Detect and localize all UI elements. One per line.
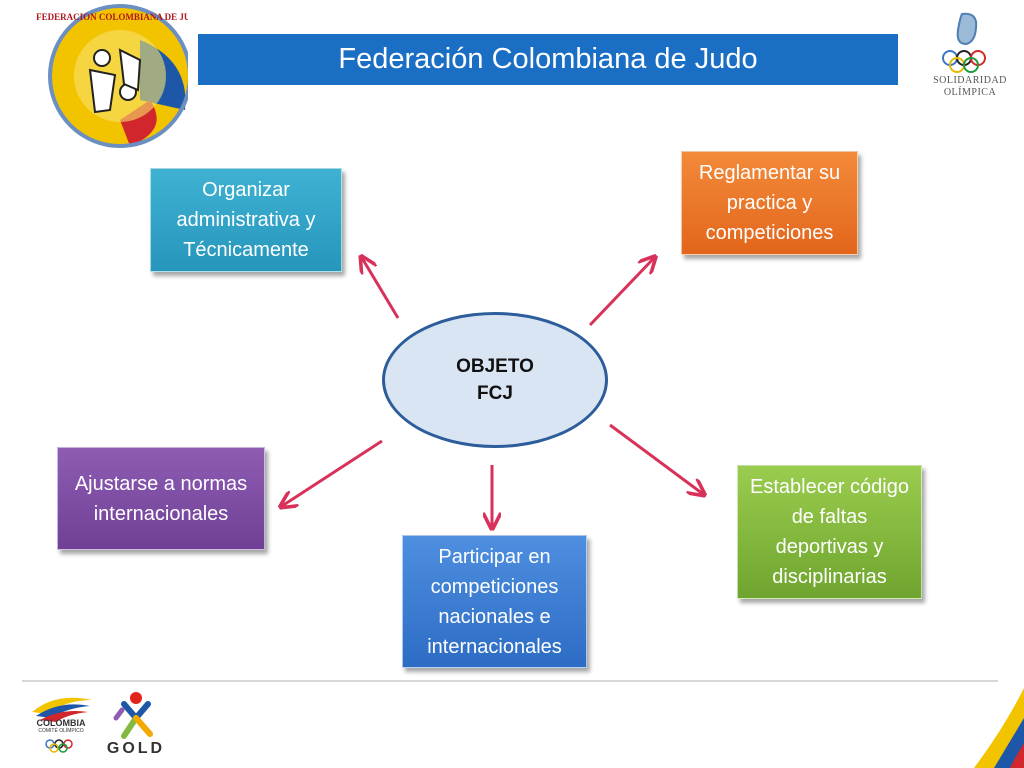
- center-line1: OBJETO: [456, 356, 534, 377]
- page-title: Federación Colombiana de Judo: [338, 43, 758, 75]
- olympic-rings-icon: [942, 12, 986, 73]
- arrow-to-reglamentar: [588, 258, 654, 327]
- arrow-to-ajustarse: [282, 439, 383, 506]
- page-title-bar: Federación Colombiana de Judo: [198, 34, 898, 85]
- colombia-text: COLOMBIA: [36, 718, 86, 728]
- federacion-judo-logo: FEDERACION COLOMBIANA DE JUDO: [36, 4, 188, 148]
- logo-text: FEDERACION COLOMBIANA DE JUDO: [36, 12, 188, 22]
- logo-line1: SOLIDARIDAD: [933, 75, 1007, 86]
- node-reglamentar-label: Reglamentar su practica y competiciones: [698, 162, 841, 244]
- node-participar-label: Participar en competiciones nacionales e…: [427, 545, 562, 658]
- node-establecer: Establecer código de faltas deportivas y…: [737, 465, 922, 599]
- arrow-to-establecer: [609, 423, 703, 494]
- node-ajustarse: Ajustarse a normas internacionales: [57, 447, 265, 550]
- arrow-to-organizar: [362, 258, 400, 319]
- node-organizar: Organizar administrativa y Técnicamente: [150, 168, 342, 272]
- gold-program-logo: [113, 692, 153, 739]
- colombia-label: COLOMBIA COMITÉ OLÍMPICO: [26, 718, 96, 734]
- node-participar: Participar en competiciones nacionales e…: [402, 535, 587, 668]
- node-organizar-label: Organizar administrativa y Técnicamente: [176, 179, 316, 261]
- node-reglamentar: Reglamentar su practica y competiciones: [681, 151, 858, 255]
- center-line2: FCJ: [477, 383, 513, 404]
- logo-line2: OLÍMPICA: [943, 87, 997, 98]
- comite-text: COMITÉ OLÍMPICO: [38, 728, 84, 734]
- flag-corner-decoration: [974, 688, 1024, 768]
- footer-divider: [22, 680, 998, 682]
- node-ajustarse-label: Ajustarse a normas internacionales: [74, 472, 248, 525]
- solidaridad-olimpica-label: SOLIDARIDAD OLÍMPICA: [922, 75, 1018, 99]
- gold-label: GOLD: [106, 740, 166, 757]
- center-node-objeto-fcj: OBJETO FCJ: [382, 312, 608, 448]
- colombia-comite-olimpico-logo: [32, 697, 92, 753]
- node-establecer-label: Establecer código de faltas deportivas y…: [750, 476, 909, 588]
